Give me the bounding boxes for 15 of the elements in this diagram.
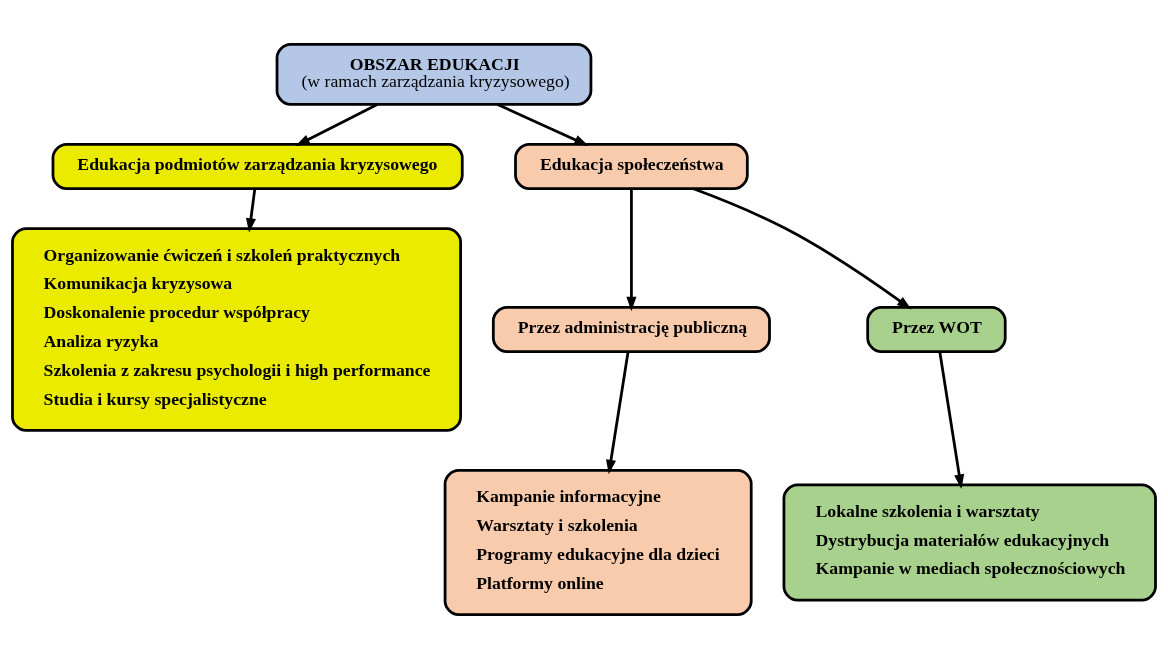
arrow bbox=[693, 187, 912, 310]
node-box: Lokalne szkolenia i warsztaty Dystrybucja materiałów edukacyjnych Kampanie w mediach społecznościowych bbox=[782, 483, 1157, 602]
node-box: Przez administrację publiczną bbox=[491, 305, 771, 354]
node-box: Przez WOT bbox=[866, 305, 1007, 354]
arrow bbox=[245, 188, 257, 233]
arrow bbox=[606, 351, 630, 475]
node-box: Edukacja społeczeństwa bbox=[514, 142, 749, 190]
node-box: Edukacja podmiotów zarządzania kryzysowego bbox=[51, 142, 464, 190]
arrow bbox=[295, 103, 378, 147]
node-box: Kampanie informacyjne Warsztaty i szkolenia Programy edukacyjne dla dzieci Platformy online bbox=[443, 469, 753, 616]
arrow bbox=[626, 188, 637, 312]
node-box: OBSZAR EDUKACJI (w ramach zarządzania kryzysowego) bbox=[275, 43, 593, 106]
arrow bbox=[938, 351, 965, 489]
arrow bbox=[496, 103, 589, 146]
node-box: Organizowanie ćwiczeń i szkoleń praktycznych Komunikacja kryzysowa Doskonalenie procedur współpracy Analiza ryzyka Szkolenia z zakresu psychologii i high performance Studia i kursy specjalistyczne bbox=[11, 227, 462, 432]
